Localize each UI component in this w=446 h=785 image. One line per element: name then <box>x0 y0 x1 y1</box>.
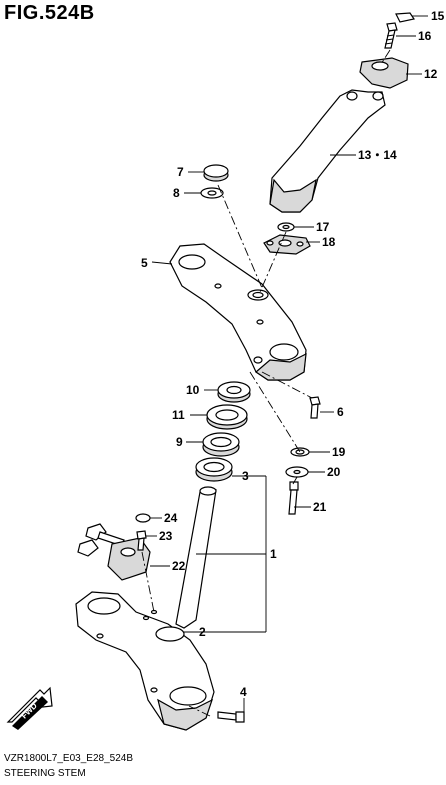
center-lines <box>141 49 391 717</box>
callout-24: 24 <box>164 511 178 525</box>
callout-labels: 15 16 12 13・14 7 8 17 18 5 10 6 11 9 19 … <box>141 9 445 699</box>
callout-20: 20 <box>327 465 341 479</box>
figure-title: FIG.524B <box>4 2 95 24</box>
callout-7: 7 <box>177 165 184 179</box>
callout-4: 4 <box>240 685 247 699</box>
part-race-11 <box>206 404 248 430</box>
callout-22: 22 <box>172 559 186 573</box>
callout-21: 21 <box>313 500 327 514</box>
part-handlebar-13-14 <box>269 89 386 213</box>
part-washer-20 <box>285 466 309 478</box>
part-washer-8 <box>200 187 224 199</box>
part-bearing-9 <box>202 432 240 457</box>
callout-17: 17 <box>316 220 330 234</box>
part-handlebar-holder-12 <box>359 57 409 89</box>
callout-2: 2 <box>199 625 206 639</box>
part-washer-19 <box>290 447 310 457</box>
part-steering-stem-1 <box>75 486 217 731</box>
callout-6: 6 <box>337 405 344 419</box>
section-name: STEERING STEM <box>4 768 86 779</box>
callout-16: 16 <box>418 29 432 43</box>
part-bolt-6 <box>309 396 321 419</box>
part-bolt-23 <box>136 530 147 551</box>
fwd-arrow-icon: FWD <box>6 686 53 730</box>
callout-3: 3 <box>242 469 249 483</box>
part-bolt-4 <box>217 711 245 723</box>
leader-lines <box>146 15 428 712</box>
part-cap-24 <box>135 513 151 523</box>
part-seal-10 <box>217 381 251 403</box>
callout-18: 18 <box>322 235 336 249</box>
part-bolt-21 <box>288 481 299 515</box>
callout-11: 11 <box>172 408 185 422</box>
part-washer-17 <box>277 222 295 232</box>
part-cap-15 <box>395 12 415 23</box>
callout-9: 9 <box>176 435 183 449</box>
callout-5: 5 <box>141 256 148 270</box>
callout-23: 23 <box>159 529 173 543</box>
part-bearing-3 <box>195 457 233 482</box>
callout-12: 12 <box>424 67 438 81</box>
callout-1: 1 <box>270 547 277 561</box>
callout-8: 8 <box>173 186 180 200</box>
part-plate-18 <box>263 234 311 255</box>
part-bolt-16 <box>384 22 398 49</box>
callout-19: 19 <box>332 445 346 459</box>
part-cap-7 <box>203 164 229 182</box>
part-upper-bracket-5 <box>169 243 307 381</box>
callout-13-14: 13・14 <box>358 148 397 162</box>
callout-15: 15 <box>431 9 445 23</box>
callout-10: 10 <box>186 383 200 397</box>
model-code: VZR1800L7_E03_E28_524B <box>4 753 133 764</box>
